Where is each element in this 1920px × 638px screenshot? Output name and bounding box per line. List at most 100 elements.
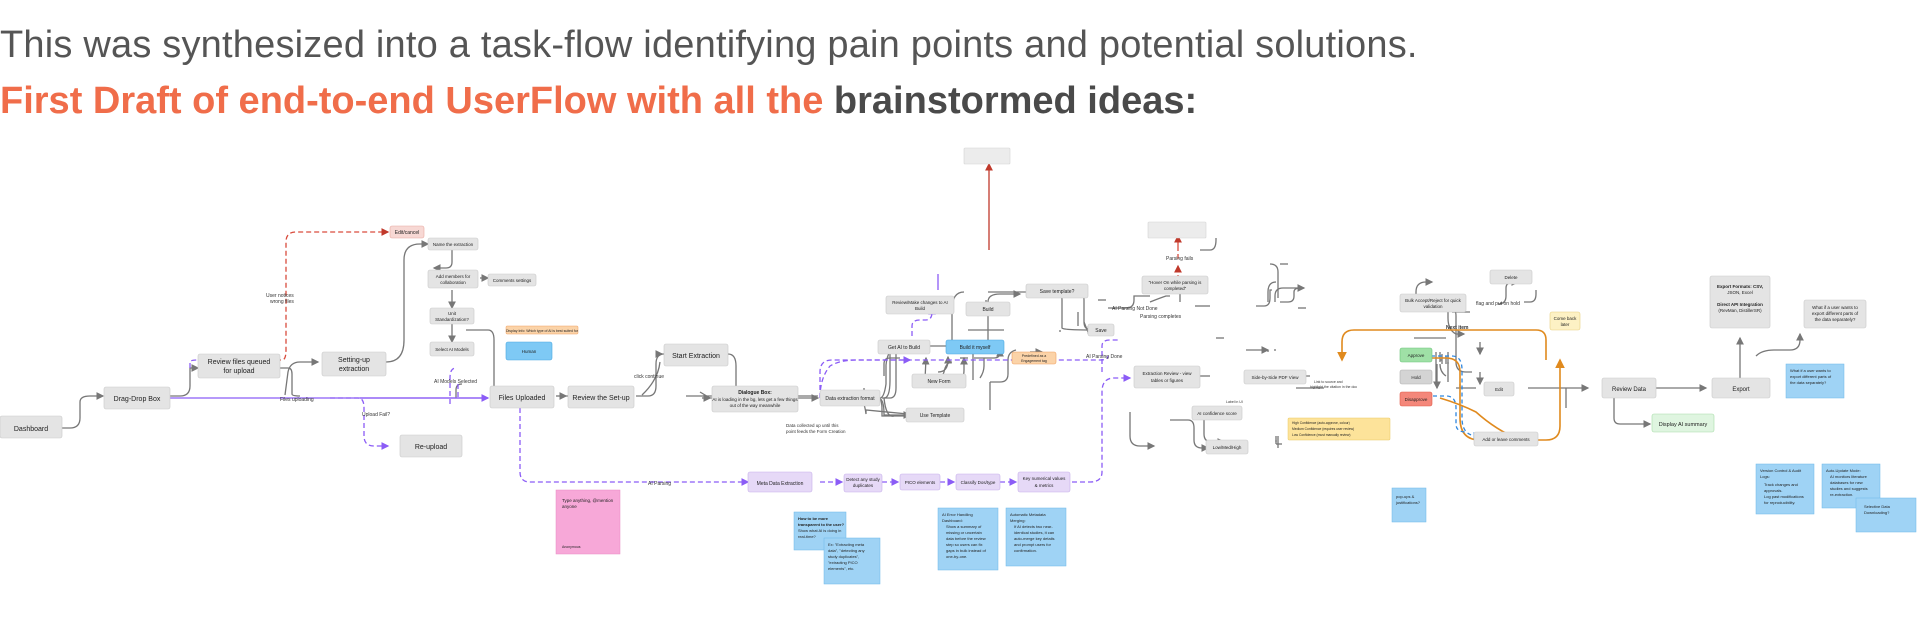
node-ai-confidence-label: AI confidence score <box>1197 411 1237 416</box>
node-what-if-line2: export different parts of <box>1812 311 1859 316</box>
sticky-merge-line7: confirmation. <box>1014 548 1037 553</box>
sticky-auto-line2: AI monitors literature <box>1830 474 1868 479</box>
sticky-error-line5: data before the review <box>946 536 986 541</box>
sticky-version-control: Version Control & Audit Logs: Track chan… <box>1755 463 1815 515</box>
node-add-comments-label: Add or leave comments <box>1482 437 1530 442</box>
sticky-pink-author: Anonymous <box>562 545 581 549</box>
edge-labels: Files uploading User notices wrong files… <box>266 256 1520 487</box>
node-export-formats-line4: Direct API Integration <box>1717 302 1763 307</box>
confidence-note-line3: Low Confidence (must manually review) <box>1292 433 1350 437</box>
sticky-error-line7: gaps in bulk instead of <box>946 548 987 553</box>
node-edit-cancel-label: Edit/cancel <box>395 230 419 236</box>
node-dialogue-title: Dialogue Box: <box>738 390 772 396</box>
sticky-version-line5: Log past modifications <box>1764 494 1804 499</box>
node-extraction-review-line2: tables or figures <box>1151 378 1184 383</box>
node-drag-drop-label: Drag-Drop Box <box>114 396 161 403</box>
node-dialogue-line3: out of the way meanwhile <box>730 403 781 408</box>
node-comments-settings: Comments settings <box>487 273 537 287</box>
sticky-popups-line1: pop-ups & <box>1396 494 1415 499</box>
sticky-export-sep-line2: export different parts of <box>1790 374 1832 379</box>
label-user-notices-2: wrong files <box>270 299 294 305</box>
node-review-make: Review/Make changes to AI Build <box>885 295 955 315</box>
sticky-transparent-line4: real-time? <box>798 534 817 539</box>
node-add-members: Add members for collaboration <box>427 269 479 289</box>
sticky-merge-line4: identical studies, it can <box>1014 530 1054 535</box>
label-data-collected-1: Data collected up until this <box>786 423 839 428</box>
confidence-note-line1: High Confidence (auto-approve, colour) <box>1292 421 1350 425</box>
node-export-formats-line1: Export Formats: CSV, <box>1717 284 1763 289</box>
sticky-export-sep-line3: the data separately? <box>1790 380 1827 385</box>
node-name-extraction: Name the extraction <box>427 237 479 251</box>
node-hover-on: "Hover On while parsing is completed" <box>1141 275 1209 295</box>
sticky-error-line1: AI Error Handling <box>942 512 973 517</box>
node-numerical-line2: & metrics <box>1035 483 1055 488</box>
node-edit-cancel: Edit/cancel <box>389 225 425 239</box>
node-predefined: Predefined as a Engagement tag <box>1011 351 1057 365</box>
node-data-format-label: Data extraction format <box>825 396 875 402</box>
node-re-upload-label: Re-upload <box>415 444 447 451</box>
node-export: Export <box>1711 377 1771 399</box>
label-ai-parsing: AI Parsing <box>648 481 671 487</box>
node-dialogue-box: Dialogue Box: AI is loading in the bg, l… <box>711 385 798 413</box>
sticky-version-line4: approvals. <box>1764 488 1782 493</box>
node-add-members-line1: Add members for <box>436 274 471 279</box>
node-new-form-label: New Form <box>927 379 950 385</box>
label-user-notices-1: User notices <box>266 293 294 299</box>
node-meta-data-label: Meta Data Extraction <box>757 481 804 487</box>
node-name-extraction-label: Name the extraction <box>433 242 474 247</box>
node-predefined-line2: Engagement tag <box>1021 359 1047 363</box>
node-approve: Approve <box>1399 347 1433 363</box>
node-come-back: Come back later <box>1549 311 1581 331</box>
sticky-pink-line2: anyone <box>562 504 577 509</box>
node-hold-label: Hold <box>1411 375 1421 380</box>
node-human-label: Human <box>522 349 537 354</box>
sticky-error-line3: Show a summary of <box>946 524 982 529</box>
node-disapprove-label: Disapprove <box>1405 397 1428 402</box>
node-review-data: Review Data <box>1601 377 1657 399</box>
node-side-by-side-label: Side-by-Side PDF View <box>1252 375 1300 380</box>
label-ai-parsing-not-done: AI Parsing Not Done <box>1112 306 1158 312</box>
node-comments-settings-label: Comments settings <box>493 278 532 283</box>
node-meta-data: Meta Data Extraction <box>747 471 813 493</box>
node-low-med-high-label: Low/Med/High <box>1213 445 1242 450</box>
label-click-continue: click continue <box>634 374 664 380</box>
node-edit: Edit <box>1483 381 1515 397</box>
node-review-data-label: Review Data <box>1612 387 1647 393</box>
node-use-template: Use Template <box>905 407 965 423</box>
label-parsing-completes: Parsing completes <box>1140 314 1182 320</box>
node-hover-on-line2: completed" <box>1164 286 1187 291</box>
node-pico: PICO elements <box>899 473 941 491</box>
sticky-error-line6: step so users can fix <box>946 542 982 547</box>
node-review-make-line2: Build <box>915 306 926 311</box>
node-classify-label: Classify Dos/type <box>961 480 996 485</box>
sticky-popups-line2: justifications? <box>1395 500 1421 505</box>
sticky-merge-line5: auto-merge key details <box>1014 536 1054 541</box>
node-extraction-review: Extraction Review - view tables or figur… <box>1133 365 1201 389</box>
node-review-make-line1: Review/Make changes to AI <box>892 300 948 305</box>
node-unit-std-line1: Unit <box>448 311 457 316</box>
node-disapprove: Disapprove <box>1399 391 1433 407</box>
node-display-info-label: Display Info: Which type of AI is best s… <box>506 329 579 333</box>
node-review-files: Review files queued for upload <box>197 353 281 379</box>
sticky-notes: Type anything, @mention anyone Anonymous… <box>555 363 1917 585</box>
node-dashboard: Dashboard <box>0 415 63 439</box>
node-low-med-high: Low/Med/High <box>1205 439 1249 455</box>
label-side-note-2: highlight the citation in the doc <box>1310 385 1357 389</box>
node-blank-top <box>963 147 1011 165</box>
node-come-back-line1: Come back <box>1554 316 1578 321</box>
sticky-extracting-line2: data", "detecting any <box>828 548 865 553</box>
node-side-by-side: Side-by-Side PDF View <box>1243 369 1307 385</box>
label-upload-fail: Upload Fail? <box>362 412 390 418</box>
label-in-ui: Label in UI <box>1226 400 1243 404</box>
node-build-myself: Build it myself <box>945 339 1005 355</box>
node-predefined-line1: Predefined as a <box>1022 354 1047 358</box>
label-ai-parsing-done: AI Parsing Done <box>1086 354 1123 360</box>
node-hold: Hold <box>1399 369 1433 385</box>
label-ai-models-selected: AI Models Selected <box>434 379 477 385</box>
node-build-label: Build <box>982 307 993 313</box>
sticky-transparent-line1: How to be more <box>798 516 829 521</box>
node-save: Save <box>1087 323 1115 337</box>
node-get-ai: Get AI to Build <box>877 339 931 355</box>
node-detect-dup: Detect any study duplicates <box>843 473 883 493</box>
node-start-extraction-label: Start Extraction <box>672 353 720 360</box>
